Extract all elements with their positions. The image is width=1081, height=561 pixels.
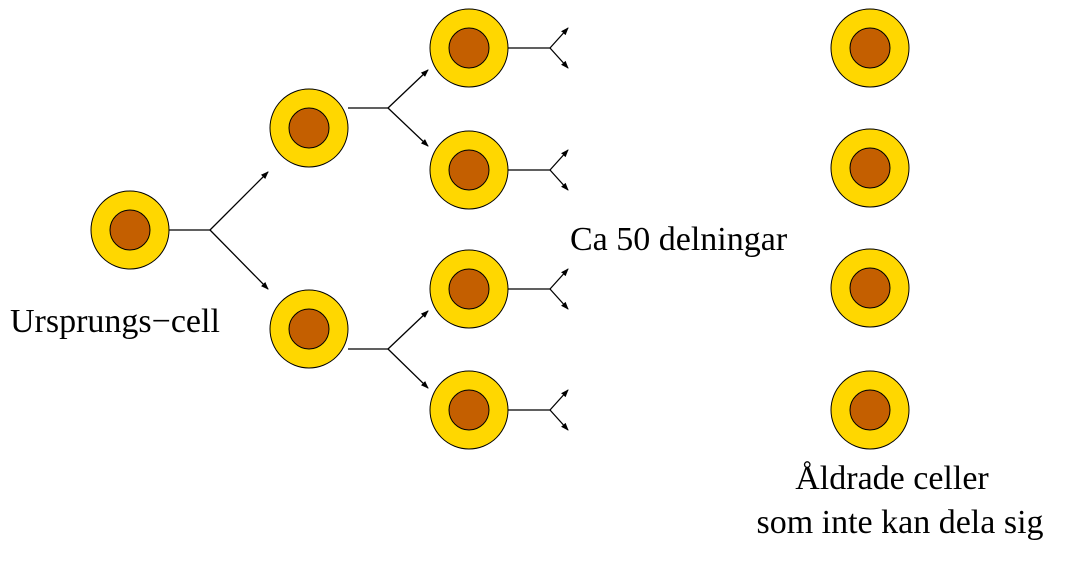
aged-cells-label-line2: som inte kan dela sig: [756, 504, 1043, 541]
fork-gen2-1-arrow-down: [549, 47, 569, 69]
fork-upper-arrow-up: [387, 69, 429, 109]
fork-gen2-2-arrow-up: [549, 149, 569, 171]
fork-gen2-2-arrow-down: [549, 169, 569, 191]
fork-origin-arrow-down: [209, 229, 269, 290]
fork-lower-arrow-down: [387, 348, 429, 389]
fork-gen2-4-arrow-up: [549, 389, 569, 411]
cell-nucleus: [849, 267, 891, 309]
gen2-cell-2: [429, 130, 509, 210]
fork-lower-arrow-up: [387, 310, 429, 350]
aged-cell-3: [830, 248, 910, 328]
cell-nucleus: [849, 27, 891, 69]
cell-nucleus: [448, 149, 490, 191]
fork-gen2-3-arrow-down: [549, 288, 569, 310]
aged-cells-label-line1: Åldrade celler: [795, 460, 989, 497]
cell-nucleus: [849, 147, 891, 189]
cell-nucleus: [448, 268, 490, 310]
gen1-cell-upper: [269, 88, 349, 168]
gen1-cell-lower: [269, 289, 349, 369]
gen2-cell-3: [429, 249, 509, 329]
fork-gen2-1-arrow-up: [549, 27, 569, 49]
cell-nucleus: [448, 389, 490, 431]
cell-nucleus: [288, 308, 330, 350]
aged-cell-4: [830, 370, 910, 450]
cell-nucleus: [849, 389, 891, 431]
fork-gen2-3-arrow-up: [549, 268, 569, 290]
gen2-cell-1: [429, 8, 509, 88]
gen2-cell-4: [429, 370, 509, 450]
cells-group: [90, 8, 910, 450]
origin-cell: [90, 190, 170, 270]
division-connectors: [169, 27, 569, 431]
fork-upper-arrow-down: [387, 107, 429, 147]
aged-cell-2: [830, 128, 910, 208]
fork-origin-arrow-up: [209, 171, 269, 231]
cell-nucleus: [109, 209, 151, 251]
cell-nucleus: [288, 107, 330, 149]
origin-cell-label: Ursprungs−cell: [10, 303, 220, 340]
fork-gen2-4-arrow-down: [549, 409, 569, 431]
cell-nucleus: [448, 27, 490, 69]
divisions-label: Ca 50 delningar: [570, 221, 788, 258]
aged-cell-1: [830, 8, 910, 88]
